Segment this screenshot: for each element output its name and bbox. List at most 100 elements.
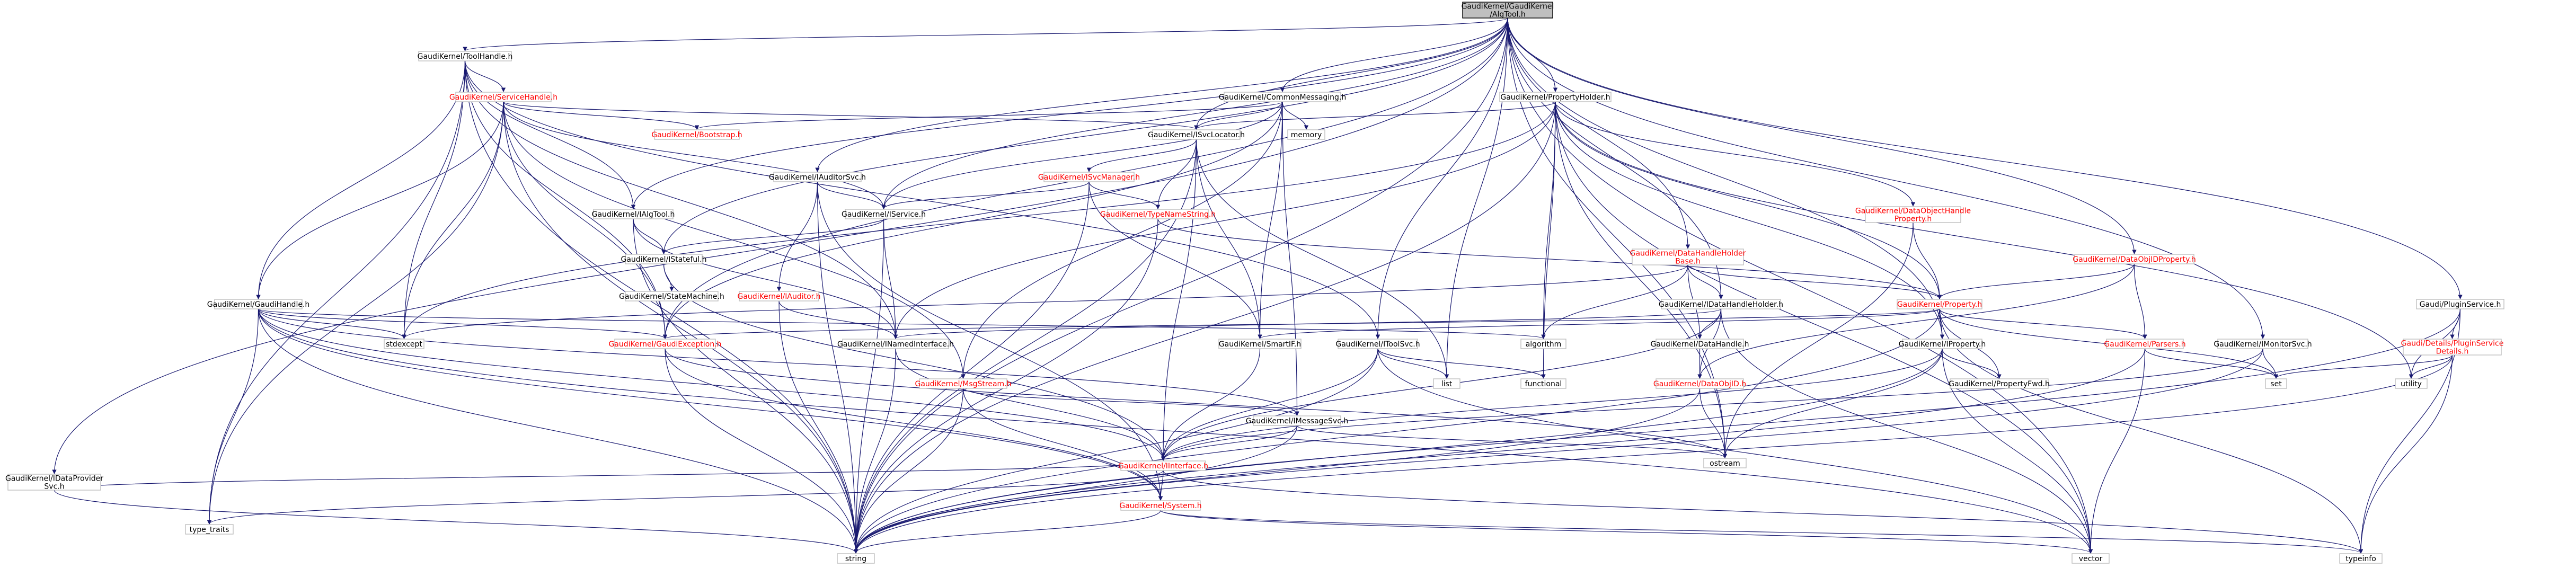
node-isvcmanager[interactable]: GaudiKernel/ISvcManager.h: [1038, 172, 1140, 182]
edge-imessagesvc-to-ostream: [1296, 425, 1727, 458]
node-itoolsvc[interactable]: GaudiKernel/IToolSvc.h: [1335, 339, 1420, 349]
edge-pluginservicedetails-to-typeinfo: [2358, 354, 2453, 554]
node-box: [2416, 299, 2504, 309]
edge-idataprovider-to-string: [54, 490, 858, 554]
node-iauditor[interactable]: GaudiKernel/IAuditor.h: [738, 291, 821, 301]
edge-commonmsg-to-imessagesvc: [1282, 101, 1299, 416]
node-ismartif[interactable]: GaudiKernel/SmartIF.h: [1218, 339, 1302, 349]
node-root[interactable]: GaudiKernel/GaudiKernel/AlgTool.h: [1462, 2, 1554, 19]
node-iauditorsvc[interactable]: GaudiKernel/IAuditorSvc.h: [769, 172, 866, 182]
edge-commonmsg-to-isvclocator: [1194, 101, 1283, 130]
edge-servicehandle-to-stdexcept: [402, 101, 504, 339]
edge-iservice-to-string: [853, 218, 884, 554]
node-isvclocator[interactable]: GaudiKernel/ISvcLocator.h: [1148, 129, 1245, 140]
edge-propholder-to-isvclocator: [1194, 101, 1556, 130]
edge-ialgtool-to-istateful: [633, 218, 666, 254]
node-parsers[interactable]: GaudiKernel/Parsers.h: [2104, 339, 2186, 349]
node-label: GaudiKernel/IMonitorSvc.h: [2214, 340, 2312, 349]
node-list[interactable]: list: [1433, 378, 1460, 389]
node-label: GaudiKernel/Parsers.h: [2104, 340, 2185, 349]
node-idatahandleholder[interactable]: GaudiKernel/IDataHandleHolder.h: [1659, 299, 1783, 309]
node-typeinfo[interactable]: typeinfo: [2339, 553, 2383, 564]
edge-root-to-ostream: [1507, 17, 1728, 458]
node-algorithm[interactable]: algorithm: [1520, 339, 1566, 349]
node-propertyfwd[interactable]: GaudiKernel/PropertyFwd.h: [1949, 378, 2050, 389]
node-typetraits[interactable]: type_traits: [185, 524, 234, 535]
node-property[interactable]: GaudiKernel/Property.h: [1897, 299, 1982, 309]
node-commonmsg[interactable]: GaudiKernel/CommonMessaging.h: [1219, 92, 1347, 102]
node-iproperty[interactable]: GaudiKernel/IProperty.h: [1899, 339, 1986, 349]
edge-itoolsvc-to-functional: [1377, 348, 1546, 379]
edge-iauditorsvc-to-iauditor: [776, 181, 818, 291]
node-iservice[interactable]: GaudiKernel/IService.h: [842, 209, 926, 219]
node-dataobjid[interactable]: GaudiKernel/DataObjID.h: [1653, 378, 1746, 389]
edge-datahandleholderbase-to-algorithm: [1541, 264, 1688, 339]
edge-propholder-to-dataobjhandleproperty: [1555, 101, 1916, 207]
node-propholder[interactable]: GaudiKernel/PropertyHolder.h: [1499, 92, 1612, 102]
edge-isvcmanager-to-ismartif: [1088, 181, 1262, 339]
edge-propholder-to-ostream: [1555, 101, 1728, 458]
node-gaudiexception[interactable]: GaudiKernel/GaudiException.h: [608, 339, 722, 349]
edge-itoolsvc-to-vector: [1377, 348, 2093, 554]
node-label: Details.h: [2436, 348, 2469, 356]
node-label: GaudiKernel/ISvcLocator.h: [1148, 131, 1245, 139]
dependency-nodes: GaudiKernel/GaudiKernel/AlgTool.hGaudiKe…: [5, 2, 2504, 564]
node-set[interactable]: set: [2265, 378, 2287, 389]
edge-ialgtool-to-inamedinterface: [633, 218, 898, 339]
edge-msgstream-to-system: [962, 388, 1163, 501]
node-box: [418, 51, 512, 61]
node-box: [1520, 378, 1566, 389]
node-ialgtool[interactable]: GaudiKernel/IAlgTool.h: [592, 209, 675, 219]
node-functional[interactable]: functional: [1520, 378, 1566, 389]
edge-property-to-string: [853, 308, 1940, 554]
node-dataobjidproperty[interactable]: GaudiKernel/DataObjIDProperty.h: [2073, 254, 2196, 264]
node-box: [919, 378, 1007, 389]
node-imessagesvc[interactable]: GaudiKernel/IMessageSvc.h: [1246, 415, 1348, 426]
node-box: [1152, 129, 1241, 140]
edge-root-to-commonmsg: [1280, 17, 1508, 92]
node-label: GaudiKernel/ServiceHandle.h: [449, 93, 557, 102]
node-label: GaudiKernel/DataHandleHolder: [1630, 250, 1746, 258]
edge-gaudihandle-to-algorithm: [258, 308, 1546, 339]
node-stdexcept[interactable]: stdexcept: [384, 339, 424, 349]
node-system[interactable]: GaudiKernel/System.h: [1119, 500, 1202, 511]
node-imonitorsvc[interactable]: GaudiKernel/IMonitorSvc.h: [2214, 339, 2312, 349]
edge-commonmsg-to-ismartif: [1258, 101, 1283, 339]
node-bootstrap[interactable]: GaudiKernel/Bootstrap.h: [651, 129, 742, 140]
edge-isvcmanager-to-typenamestring: [1088, 181, 1161, 209]
node-msgstream[interactable]: GaudiKernel/MsgStream.h: [915, 378, 1012, 389]
edge-propholder-to-property: [1555, 101, 1942, 299]
node-istateful[interactable]: GaudiKernel/IStateful.h: [621, 254, 707, 264]
node-typenamestring[interactable]: GaudiKernel/TypeNameString.h: [1100, 209, 1216, 219]
node-box: [1462, 2, 1553, 19]
node-ostream[interactable]: ostream: [1703, 458, 1747, 468]
edge-isvcmanager-to-iservice: [881, 181, 1090, 209]
edge-servicehandle-to-bootstrap: [503, 101, 700, 130]
node-itoolhandle[interactable]: GaudiKernel/ToolHandle.h: [418, 51, 513, 61]
node-vector[interactable]: vector: [2072, 553, 2110, 564]
node-ipluginservice[interactable]: Gaudi/PluginService.h: [2416, 299, 2504, 309]
node-gaudihandle[interactable]: GaudiKernel/GaudiHandle.h: [207, 299, 310, 309]
node-box: [1950, 378, 2049, 389]
edge-ismartif-to-iinterface: [1161, 348, 1261, 461]
node-inamedinterface[interactable]: GaudiKernel/INamedInterface.h: [837, 339, 954, 349]
node-box: [2074, 254, 2194, 264]
node-iinterface[interactable]: GaudiKernel/IInterface.h: [1118, 460, 1208, 471]
node-statemachine[interactable]: GaudiKernel/StateMachine.h: [619, 291, 724, 301]
node-box: [1107, 209, 1209, 219]
node-datahandle[interactable]: GaudiKernel/DataHandle.h: [1651, 339, 1749, 349]
node-string[interactable]: string: [837, 553, 875, 564]
node-label: GaudiKernel/PropertyHolder.h: [1500, 93, 1610, 102]
edge-iproperty-to-ostream: [1722, 348, 1943, 458]
edge-root-to-dataobjidproperty: [1507, 17, 2137, 254]
node-utility[interactable]: utility: [2395, 378, 2428, 389]
node-memory[interactable]: memory: [1287, 129, 1325, 140]
edge-datahandleholderbase-to-stdexcept: [402, 264, 1688, 339]
node-label: functional: [1525, 380, 1562, 388]
node-label: typeinfo: [2345, 555, 2376, 563]
node-servicehandle[interactable]: GaudiKernel/ServiceHandle.h: [449, 92, 557, 102]
